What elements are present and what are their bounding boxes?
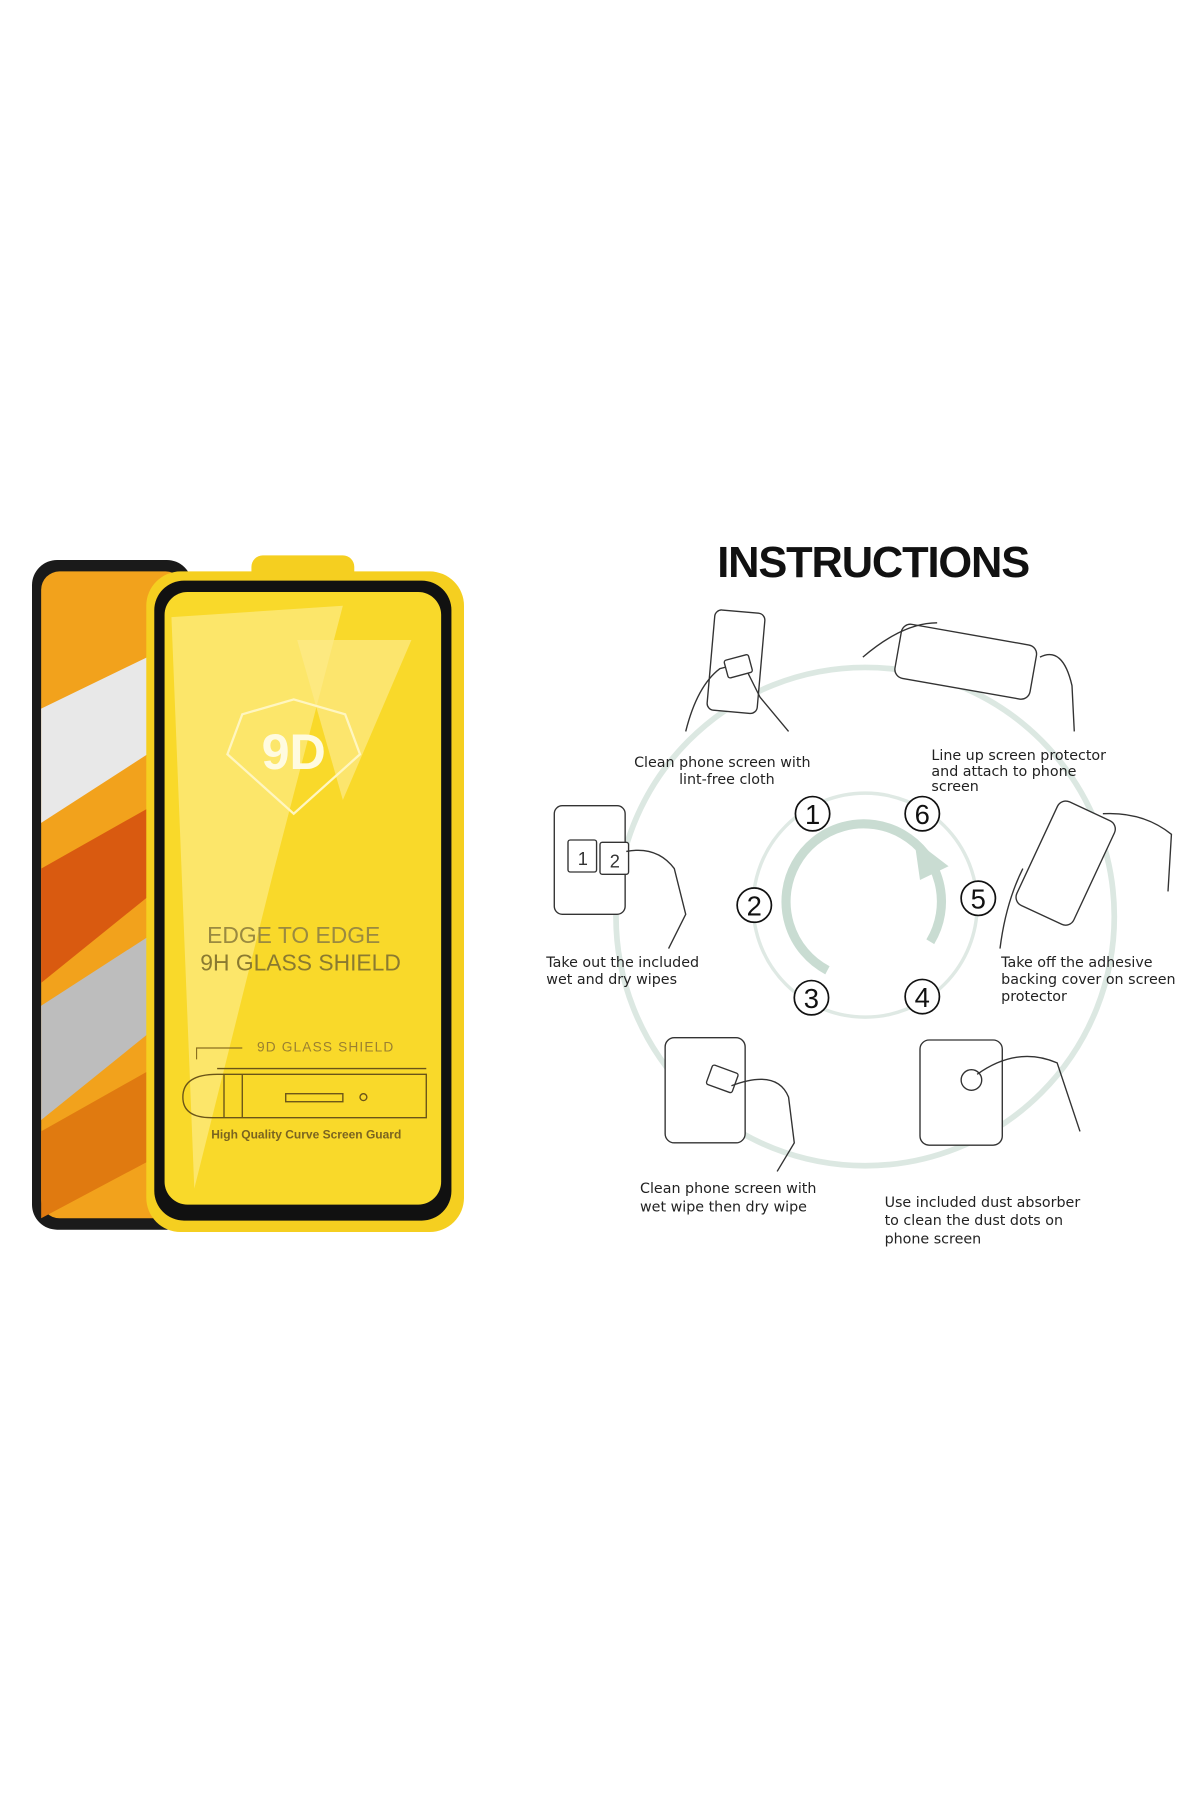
step-1-badge: 1 bbox=[794, 795, 831, 832]
step-4-caption: Use included dust absorber to clean the … bbox=[885, 1195, 1081, 1248]
svg-text:to clean the dust dots on: to clean the dust dots on bbox=[885, 1213, 1063, 1229]
step-2-badge: 2 bbox=[736, 887, 773, 924]
svg-text:Clean phone screen with: Clean phone screen with bbox=[640, 1181, 816, 1197]
arrow-head-icon bbox=[914, 840, 949, 880]
svg-text:2: 2 bbox=[747, 890, 762, 921]
svg-text:Take off the adhesive: Take off the adhesive bbox=[1000, 955, 1153, 971]
svg-text:3: 3 bbox=[804, 983, 819, 1014]
wipe-1-label: 1 bbox=[578, 848, 588, 869]
curve-diagram bbox=[182, 1067, 427, 1119]
step-5-illustration bbox=[999, 800, 1173, 949]
badge-9d: 9D bbox=[262, 723, 326, 780]
svg-text:Line up screen protector: Line up screen protector bbox=[931, 748, 1106, 764]
svg-text:phone screen: phone screen bbox=[885, 1231, 982, 1247]
step-4-illustration bbox=[919, 1039, 1081, 1146]
step-2-caption: Take out the included wet and dry wipes bbox=[545, 955, 699, 988]
step-6-badge: 6 bbox=[904, 795, 941, 832]
cycle-arrow bbox=[781, 819, 947, 975]
outer-ring bbox=[613, 664, 1118, 1169]
step-numbers: 1 2 3 4 5 6 bbox=[736, 795, 997, 1016]
step-5-badge: 5 bbox=[960, 880, 997, 917]
diagram-label: 9D GLASS SHIELD bbox=[257, 1039, 394, 1054]
svg-text:1: 1 bbox=[805, 799, 820, 830]
headline-2: 9H GLASS SHIELD bbox=[200, 949, 401, 975]
step-1-caption: Clean phone screen with lint-free cloth bbox=[634, 755, 810, 788]
step-3-caption: Clean phone screen with wet wipe then dr… bbox=[640, 1181, 816, 1215]
svg-text:protector: protector bbox=[1001, 989, 1067, 1005]
step-3-badge: 3 bbox=[793, 979, 830, 1016]
step-1-illustration bbox=[685, 609, 790, 732]
svg-text:5: 5 bbox=[971, 884, 986, 915]
step-5-caption: Take off the adhesive backing cover on s… bbox=[1000, 955, 1175, 1005]
svg-text:lint-free cloth: lint-free cloth bbox=[679, 772, 775, 788]
instructions-title: INSTRUCTIONS bbox=[717, 539, 1029, 587]
step-6-caption: Line up screen protector and attach to p… bbox=[931, 748, 1106, 795]
svg-text:4: 4 bbox=[915, 982, 930, 1013]
step-6-illustration bbox=[862, 622, 1075, 732]
headline-1: EDGE TO EDGE bbox=[207, 922, 380, 948]
footer-text: High Quality Curve Screen Guard bbox=[211, 1127, 401, 1141]
wipe-2-label: 2 bbox=[610, 850, 620, 871]
phone-product: 9D EDGE TO EDGE 9H GLASS SHIELD 9D GLASS… bbox=[32, 555, 465, 1232]
step-3-illustration bbox=[664, 1037, 795, 1172]
step-2-illustration: 1 2 bbox=[553, 805, 687, 949]
svg-text:wet and dry wipes: wet and dry wipes bbox=[546, 972, 677, 988]
svg-text:6: 6 bbox=[915, 799, 930, 830]
svg-text:Use included dust absorber: Use included dust absorber bbox=[885, 1195, 1081, 1211]
svg-text:backing cover on screen: backing cover on screen bbox=[1001, 972, 1175, 988]
step-4-badge: 4 bbox=[904, 978, 941, 1015]
svg-text:Clean phone screen with: Clean phone screen with bbox=[634, 755, 810, 771]
svg-text:Take out the included: Take out the included bbox=[545, 955, 699, 971]
svg-text:wet wipe then dry wipe: wet wipe then dry wipe bbox=[640, 1199, 807, 1215]
svg-text:and attach to phone: and attach to phone bbox=[931, 764, 1076, 780]
svg-text:screen: screen bbox=[931, 779, 978, 795]
